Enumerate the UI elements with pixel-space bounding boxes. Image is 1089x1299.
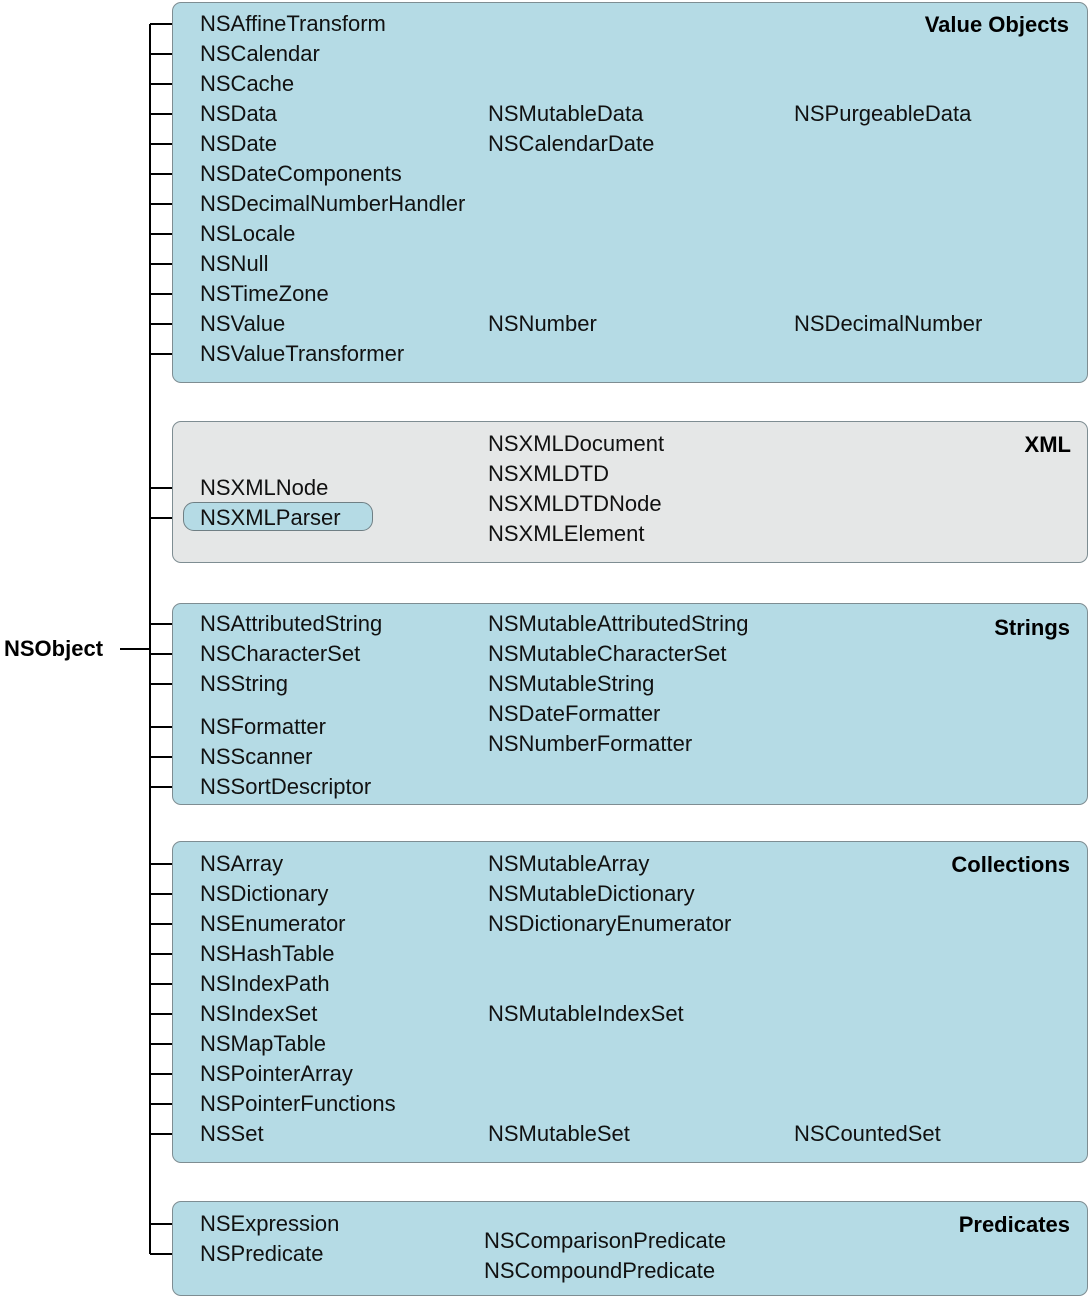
class-label: NSXMLDTD bbox=[488, 461, 610, 486]
group-box-strings bbox=[172, 603, 1088, 805]
class-label: NSCountedSet bbox=[794, 1121, 941, 1146]
class-label: NSDictionaryEnumerator bbox=[488, 911, 732, 936]
class-label: NSMutableArray bbox=[488, 851, 650, 876]
class-label: NSCalendar bbox=[200, 41, 320, 66]
class-label: NSNumberFormatter bbox=[488, 731, 693, 756]
class-label: NSAttributedString bbox=[200, 611, 383, 636]
group-title-xml: XML bbox=[1024, 432, 1071, 457]
class-label: NSXMLElement bbox=[488, 521, 645, 546]
class-label: NSIndexSet bbox=[200, 1001, 318, 1026]
class-label: NSXMLDocument bbox=[488, 431, 665, 456]
class-label: NSCache bbox=[200, 71, 295, 96]
class-label: NSEnumerator bbox=[200, 911, 346, 936]
class-label: NSDate bbox=[200, 131, 278, 156]
class-label: NSNull bbox=[200, 251, 269, 276]
class-label: NSMutableData bbox=[488, 101, 644, 126]
class-label: NSXMLNode bbox=[200, 475, 329, 500]
class-label: NSCalendarDate bbox=[488, 131, 655, 156]
class-label: NSData bbox=[200, 101, 278, 126]
group-title-collections: Collections bbox=[951, 852, 1070, 877]
class-label: NSValueTransformer bbox=[200, 341, 405, 366]
class-label: NSSet bbox=[200, 1121, 264, 1146]
class-label: NSComparisonPredicate bbox=[484, 1228, 727, 1253]
class-label: NSPredicate bbox=[200, 1241, 324, 1266]
class-label: NSDictionary bbox=[200, 881, 329, 906]
class-label: NSMutableSet bbox=[488, 1121, 630, 1146]
class-label: NSValue bbox=[200, 311, 286, 336]
class-label: NSFormatter bbox=[200, 714, 326, 739]
class-label: NSMapTable bbox=[200, 1031, 326, 1056]
class-label: NSNumber bbox=[488, 311, 597, 336]
class-label: NSDecimalNumberHandler bbox=[200, 191, 466, 216]
group-box-collections bbox=[172, 841, 1088, 1163]
class-label: NSSortDescriptor bbox=[200, 774, 372, 799]
root-class-label: NSObject bbox=[4, 636, 104, 661]
class-label: NSHashTable bbox=[200, 941, 335, 966]
class-label: NSExpression bbox=[200, 1211, 340, 1236]
class-label: NSArray bbox=[200, 851, 284, 876]
class-label: NSCompoundPredicate bbox=[484, 1258, 716, 1283]
group-box-value-objects bbox=[172, 2, 1088, 383]
class-label: NSDateComponents bbox=[200, 161, 402, 186]
group-title-value-objects: Value Objects bbox=[924, 12, 1069, 37]
class-label: NSIndexPath bbox=[200, 971, 330, 996]
group-title-strings: Strings bbox=[994, 615, 1070, 640]
class-label: NSPointerArray bbox=[200, 1061, 353, 1086]
class-label: NSAffineTransform bbox=[200, 11, 386, 36]
class-label: NSTimeZone bbox=[200, 281, 329, 306]
class-label: NSPurgeableData bbox=[794, 101, 972, 126]
class-label: NSXMLDTDNode bbox=[488, 491, 662, 516]
class-label: NSPointerFunctions bbox=[200, 1091, 396, 1116]
group-title-predicates: Predicates bbox=[958, 1212, 1070, 1237]
highlighted-class-pill bbox=[183, 502, 373, 531]
class-label: NSDateFormatter bbox=[488, 701, 661, 726]
class-label-highlighted: NSXMLParser bbox=[200, 505, 341, 530]
class-label: NSMutableAttributedString bbox=[488, 611, 749, 636]
class-label: NSDecimalNumber bbox=[794, 311, 983, 336]
class-label: NSLocale bbox=[200, 221, 296, 246]
class-label: NSMutableDictionary bbox=[488, 881, 695, 906]
group-box-xml bbox=[172, 421, 1088, 563]
class-label: NSMutableCharacterSet bbox=[488, 641, 727, 666]
class-label: NSCharacterSet bbox=[200, 641, 361, 666]
class-label: NSScanner bbox=[200, 744, 313, 769]
group-box-predicates bbox=[172, 1201, 1088, 1296]
class-label: NSMutableString bbox=[488, 671, 655, 696]
class-label: NSMutableIndexSet bbox=[488, 1001, 684, 1026]
class-label: NSString bbox=[200, 671, 289, 696]
